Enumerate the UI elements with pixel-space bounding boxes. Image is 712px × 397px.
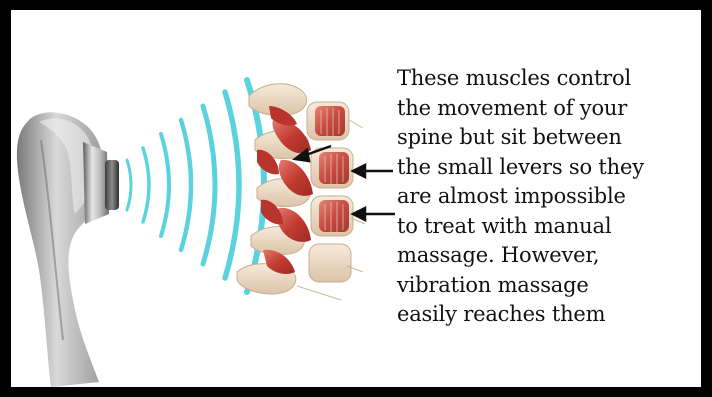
caption-text: These muscles control the movement of yo… xyxy=(397,64,697,330)
massager-icon xyxy=(17,112,119,387)
vibration-waves-icon xyxy=(127,80,264,292)
arrow-3-head xyxy=(353,208,365,220)
diagram-panel: These muscles control the movement of yo… xyxy=(11,10,701,387)
arrow-2-head xyxy=(353,165,365,177)
